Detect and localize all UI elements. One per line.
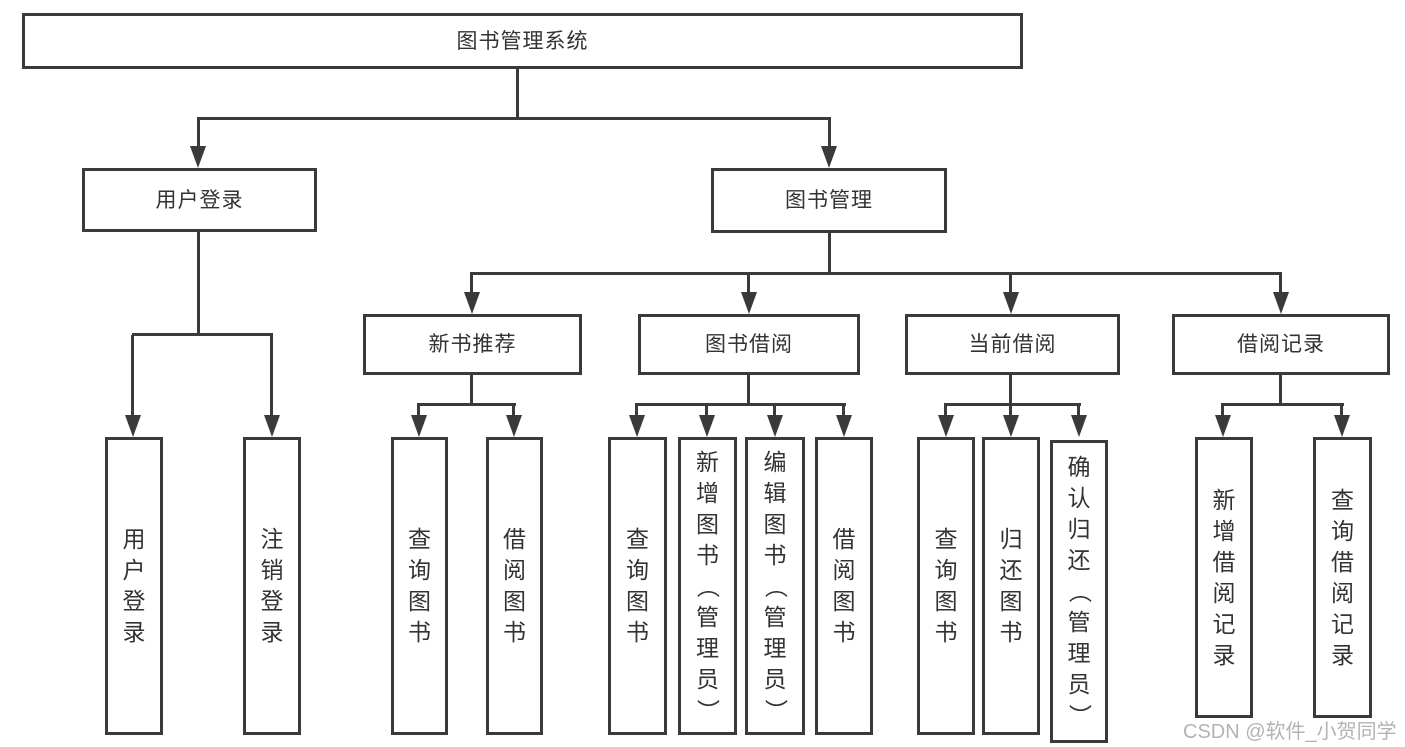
arrow-down-icon (1215, 415, 1231, 437)
connector-line (635, 403, 846, 406)
node-new-book-recommend: 新书推荐 (363, 314, 582, 375)
node-label: 图书管理系统 (456, 29, 589, 53)
arrow-down-icon (464, 292, 480, 314)
connector-line (944, 403, 1081, 406)
arrow-down-icon (821, 146, 837, 168)
node-current-borrowing: 当前借阅 (905, 314, 1120, 375)
leaf-label: 查询图书 (626, 526, 649, 645)
leaf-return-books: 归还图书 (982, 437, 1040, 735)
arrow-down-icon (699, 415, 715, 437)
leaf-query-books-2: 查询图书 (608, 437, 667, 735)
leaf-edit-books-admin: 编辑图书（管理员） (745, 437, 805, 735)
connector-line (1221, 405, 1224, 417)
arrow-down-icon (767, 415, 783, 437)
connector-line (470, 274, 473, 296)
connector-line (197, 232, 200, 335)
connector-line (773, 405, 776, 417)
connector-line (944, 405, 947, 417)
connector-line (828, 119, 831, 149)
leaf-label: 注销登录 (260, 526, 284, 645)
connector-line (1221, 403, 1344, 406)
connector-line (747, 375, 750, 406)
connector-line (512, 405, 515, 417)
arrow-down-icon (125, 415, 141, 437)
connector-line (417, 405, 420, 417)
arrow-down-icon (1071, 415, 1087, 437)
node-borrowing-records: 借阅记录 (1172, 314, 1390, 375)
leaf-logout: 注销登录 (243, 437, 301, 735)
node-label: 新书推荐 (428, 333, 517, 356)
connector-line (1009, 274, 1012, 296)
arrow-down-icon (190, 146, 206, 168)
connector-line (1279, 274, 1282, 296)
leaf-label: 新增借阅记录 (1212, 486, 1236, 668)
connector-line (197, 119, 200, 149)
arrow-down-icon (1334, 415, 1350, 437)
node-label: 图书借阅 (705, 333, 793, 356)
connector-line (470, 375, 473, 406)
connector-line (197, 117, 831, 120)
leaf-label: 查询图书 (934, 526, 958, 645)
node-book-management: 图书管理 (711, 168, 947, 233)
leaf-query-books-3: 查询图书 (917, 437, 975, 735)
connector-line (747, 274, 750, 296)
connector-line (270, 335, 273, 417)
leaf-borrow-books-2: 借阅图书 (815, 437, 873, 735)
arrow-down-icon (506, 415, 522, 437)
connector-line (1009, 405, 1012, 417)
leaf-label: 查询图书 (408, 526, 431, 645)
connector-line (132, 333, 273, 336)
leaf-label: 新增图书（管理员） (695, 448, 721, 722)
node-label: 当前借阅 (968, 333, 1057, 356)
connector-line (635, 405, 638, 417)
leaf-label: 编辑图书（管理员） (762, 448, 789, 722)
arrow-down-icon (411, 415, 427, 437)
connector-line (470, 272, 1282, 275)
arrow-down-icon (938, 415, 954, 437)
arrow-down-icon (629, 415, 645, 437)
arrow-down-icon (836, 415, 852, 437)
connector-line (1279, 375, 1282, 406)
connector-line (516, 69, 519, 118)
leaf-label: 借阅图书 (832, 526, 856, 645)
node-label: 用户登录 (155, 188, 244, 212)
arrow-down-icon (1273, 292, 1289, 314)
arrow-down-icon (264, 415, 280, 437)
leaf-label: 查询借阅记录 (1331, 486, 1354, 668)
node-label: 图书管理 (785, 189, 873, 212)
leaf-label: 借阅图书 (503, 526, 526, 645)
connector-line (1077, 405, 1080, 417)
csdn-watermark: CSDN @软件_小贺同学 (1183, 721, 1397, 743)
arrow-down-icon (741, 292, 757, 314)
leaf-label: 确认归还（管理员） (1066, 454, 1093, 728)
connector-line (417, 403, 516, 406)
arrow-down-icon (1003, 415, 1019, 437)
connector-line (705, 405, 708, 417)
leaf-query-books: 查询图书 (391, 437, 448, 735)
leaf-add-borrow-record: 新增借阅记录 (1195, 437, 1253, 718)
leaf-label: 用户登录 (122, 526, 146, 645)
connector-line (1009, 375, 1012, 406)
node-book-borrowing: 图书借阅 (638, 314, 860, 375)
leaf-query-borrow-record: 查询借阅记录 (1313, 437, 1372, 718)
connector-line (828, 233, 831, 274)
leaf-add-books-admin: 新增图书（管理员） (678, 437, 737, 735)
node-user-login: 用户登录 (82, 168, 317, 232)
node-book-management-system: 图书管理系统 (22, 13, 1023, 69)
leaf-borrow-books: 借阅图书 (486, 437, 543, 735)
leaf-user-login: 用户登录 (105, 437, 163, 735)
node-label: 借阅记录 (1237, 333, 1325, 356)
connector-line (842, 405, 845, 417)
arrow-down-icon (1003, 292, 1019, 314)
connector-line (1340, 405, 1343, 417)
leaf-label: 归还图书 (999, 526, 1023, 645)
connector-line (131, 335, 134, 417)
leaf-confirm-return-admin: 确认归还（管理员） (1050, 440, 1108, 743)
